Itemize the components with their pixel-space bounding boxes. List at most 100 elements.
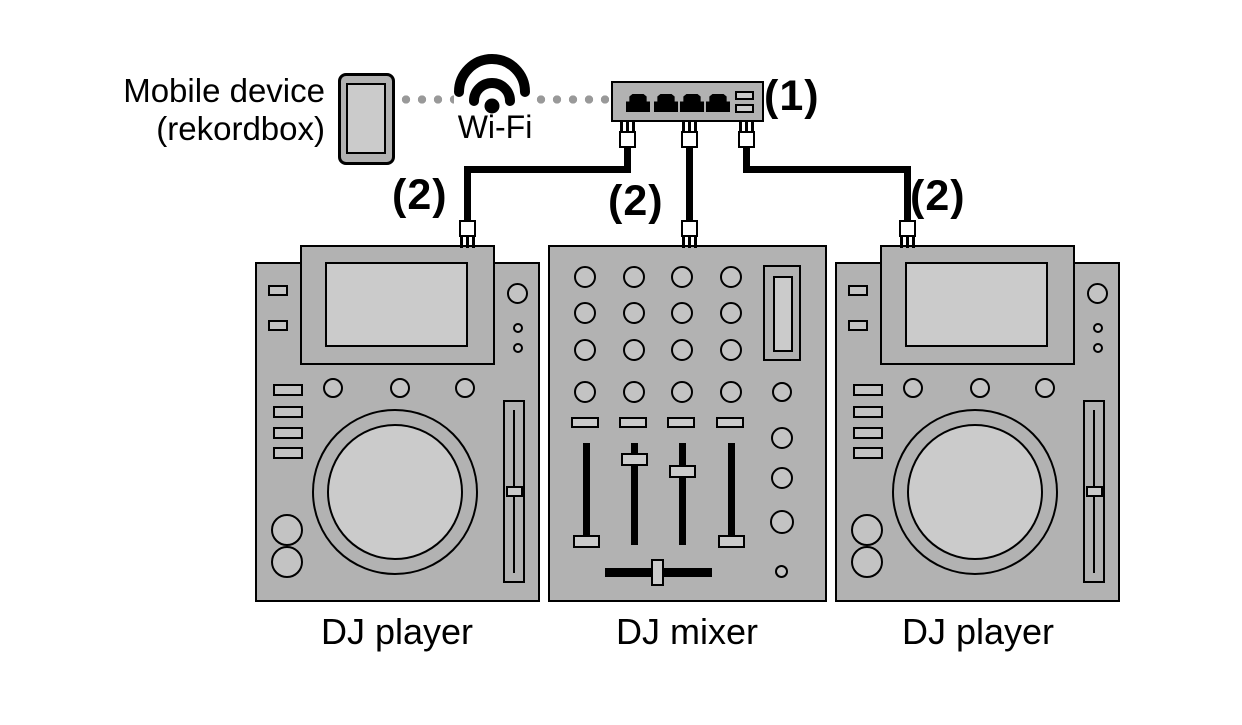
player-round-button (271, 546, 303, 578)
player-knob (903, 378, 923, 398)
pitch-fader-handle (505, 486, 523, 497)
jog-wheel-center (326, 423, 463, 560)
wifi-label: Wi-Fi (457, 109, 533, 145)
mixer-knob (671, 339, 693, 361)
mixer-knob (719, 381, 742, 403)
player-side-button (853, 406, 883, 418)
channel-fader-track (727, 443, 735, 545)
player-side-button (273, 427, 303, 439)
ethernet-cable-segment (624, 145, 631, 173)
callout-2-middle: (2) (608, 177, 664, 225)
player-knob (390, 378, 410, 398)
player-display-screen (325, 262, 468, 347)
master-knob (772, 382, 792, 402)
device-label-player-left: DJ player (320, 611, 474, 652)
mixer-knob (719, 302, 742, 324)
player-button (268, 285, 288, 296)
connector-pins (682, 120, 697, 133)
callout-1: (1) (764, 72, 820, 120)
pitch-fader (503, 400, 525, 583)
wireless-router (611, 81, 764, 122)
mixer-knob (622, 302, 645, 324)
player-knob (455, 378, 475, 398)
mixer-knob (622, 339, 645, 361)
mixer-knob (574, 381, 596, 403)
mixer-knob (574, 339, 596, 361)
player-indicator (513, 343, 523, 353)
rj45-connector (681, 131, 698, 148)
dj-mixer (548, 245, 827, 602)
ethernet-cable-segment (464, 166, 471, 222)
pitch-fader-handle (1085, 486, 1103, 497)
mixer-indicator (775, 565, 788, 578)
mobile-device-label: Mobile device (rekordbox) (55, 72, 325, 148)
ethernet-port-icon (654, 94, 678, 112)
wifi-icon (454, 54, 530, 114)
ethernet-cable-segment (904, 166, 911, 222)
dj-player-left (255, 245, 540, 602)
ethernet-cable-segment (464, 166, 631, 173)
player-knob (323, 378, 343, 398)
level-meter (763, 265, 801, 361)
player-indicator (1093, 343, 1103, 353)
player-side-button (273, 447, 303, 459)
player-button (848, 320, 868, 331)
pitch-fader (1083, 400, 1105, 583)
device-label-player-right: DJ player (901, 611, 1055, 652)
player-indicator (513, 323, 523, 333)
player-knob (970, 378, 990, 398)
channel-fader-handle (717, 535, 745, 548)
channel-fader-handle (668, 465, 696, 478)
player-side-button (273, 384, 303, 396)
phone-screen (346, 83, 386, 154)
mixer-knob (622, 266, 645, 288)
channel-fader-track (582, 443, 590, 545)
ethernet-port-icon (626, 94, 650, 112)
master-knob (771, 427, 793, 449)
ethernet-cable-segment (743, 145, 750, 173)
mixer-knob (574, 266, 596, 288)
player-indicator (1093, 323, 1103, 333)
ethernet-port-icon (680, 94, 704, 112)
callout-2-left: (2) (392, 171, 448, 219)
mixer-knob (719, 266, 742, 288)
cue-button (571, 417, 599, 428)
channel-fader-track (678, 443, 686, 545)
master-knob (770, 510, 794, 534)
player-round-button (851, 546, 883, 578)
mobile-device-icon (338, 73, 395, 165)
connector-pins (460, 235, 475, 248)
connector-pins (620, 120, 635, 133)
player-side-button (853, 427, 883, 439)
player-side-button (853, 447, 883, 459)
player-round-button (851, 514, 883, 546)
player-display-screen (905, 262, 1048, 347)
cue-button (667, 417, 695, 428)
player-round-button (271, 514, 303, 546)
cue-button (716, 417, 744, 428)
mixer-knob (719, 339, 742, 361)
router-led (735, 104, 754, 113)
mixer-knob (574, 302, 596, 324)
channel-fader-handle (572, 535, 600, 548)
jog-wheel (892, 409, 1058, 575)
player-button (268, 320, 288, 331)
wireless-link-dots-left (398, 95, 454, 104)
rj45-connector (738, 131, 755, 148)
callout-2-right: (2) (910, 172, 966, 220)
player-side-button (273, 406, 303, 418)
mixer-knob (622, 381, 645, 403)
player-knob (1035, 378, 1055, 398)
ethernet-cable-segment (686, 145, 693, 222)
jog-wheel (312, 409, 478, 575)
wireless-link-dots-right (533, 95, 609, 104)
mobile-device-label-line1: Mobile device (123, 72, 325, 109)
mobile-device-label-line2: (rekordbox) (156, 110, 325, 147)
player-button (848, 285, 868, 296)
router-led (735, 91, 754, 100)
rj45-connector (619, 131, 636, 148)
ethernet-port-icon (706, 94, 730, 112)
crossfader-handle (651, 559, 664, 586)
dj-player-right (835, 245, 1120, 602)
